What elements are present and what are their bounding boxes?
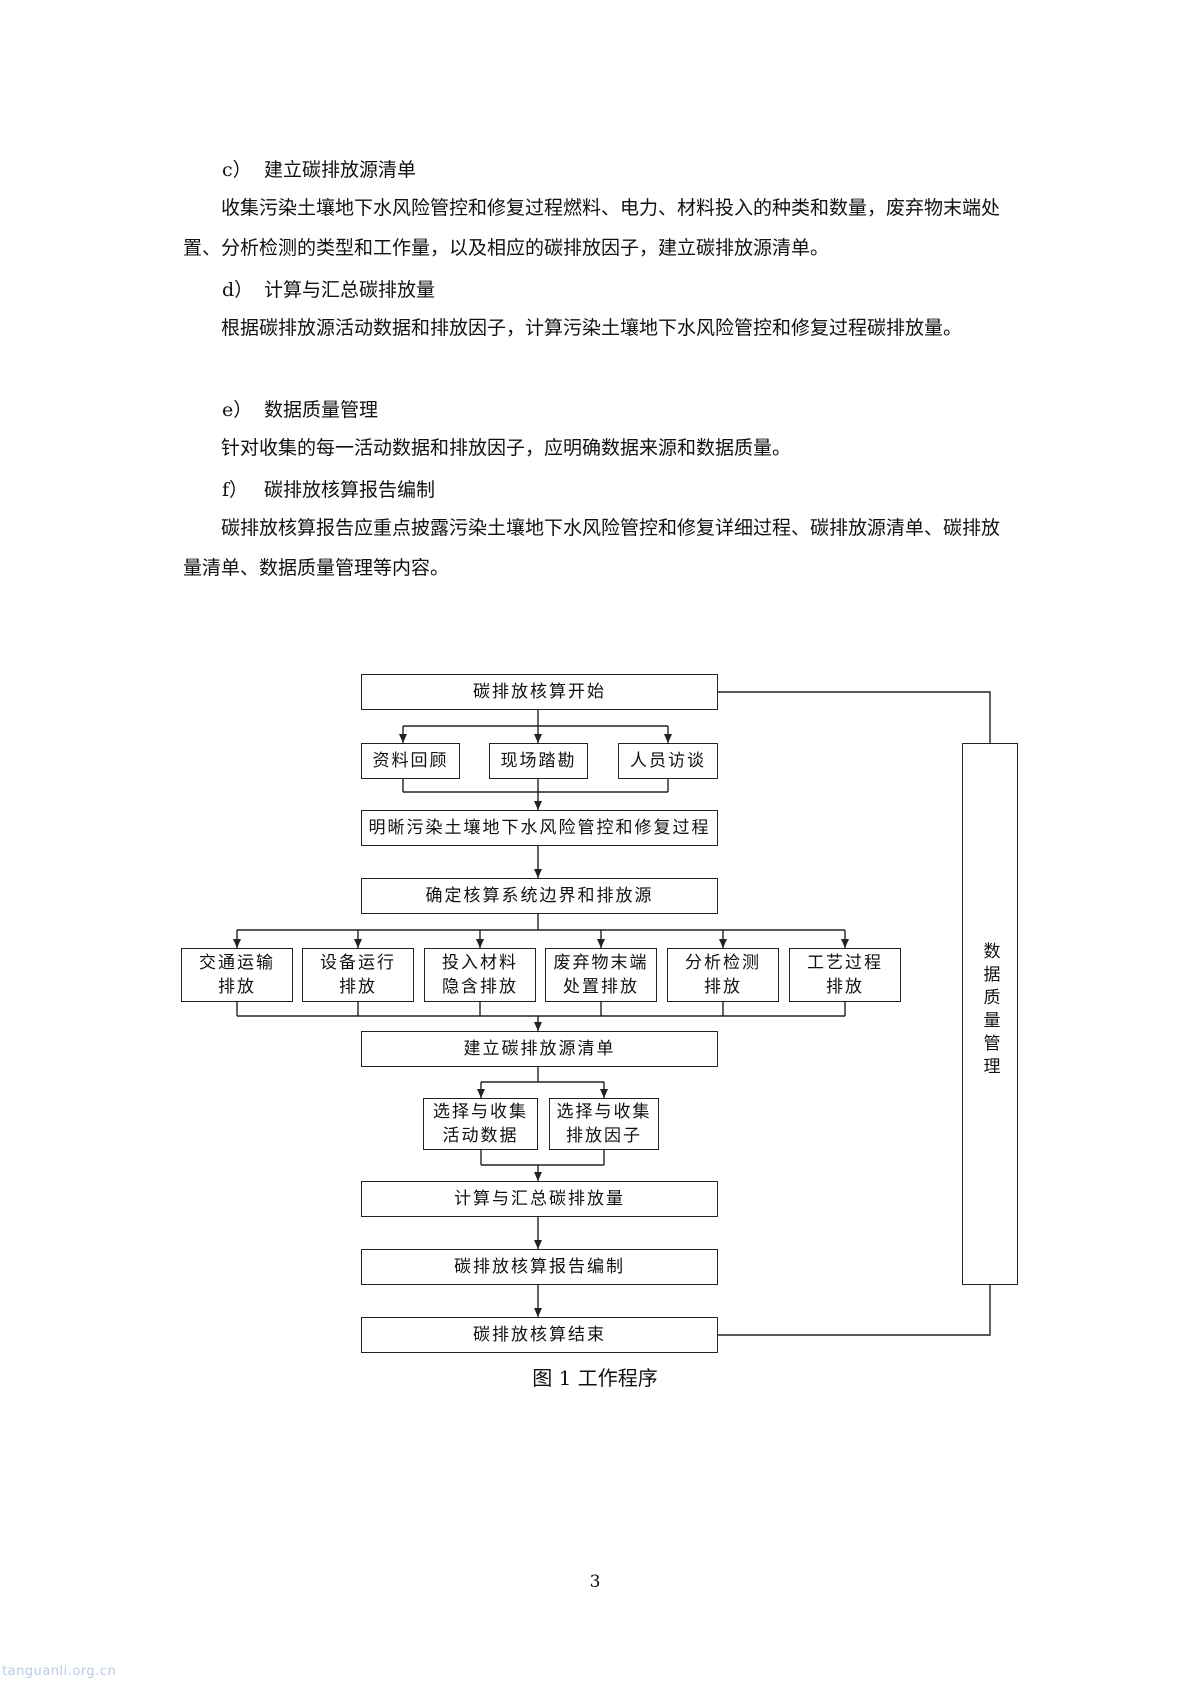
flow-box-label: 计算与汇总碳排放量 — [454, 1189, 625, 1209]
section-title: 碳排放核算报告编制 — [264, 479, 436, 501]
page-number: 3 — [589, 1572, 601, 1592]
flow-box-label: 工艺过程 — [807, 953, 883, 973]
flow-box-source: 交通运输 排放 — [181, 948, 293, 1002]
flow-box-label: 废弃物末端 — [553, 953, 649, 973]
flow-box-label: 确定核算系统边界和排放源 — [425, 886, 654, 906]
flow-box-source: 设备运行 排放 — [302, 948, 414, 1002]
flow-box-label: 处置排放 — [563, 977, 639, 997]
flow-box-label: 数据质量管理 — [979, 942, 1000, 1080]
flow-box-investigation: 现场踏勘 — [489, 743, 588, 779]
flow-box-label: 排放 — [339, 977, 377, 997]
side-connector — [718, 1285, 991, 1336]
flow-box-start: 碳排放核算开始 — [361, 674, 718, 710]
flow-box-label: 资料回顾 — [372, 751, 449, 771]
section-heading: e） 数据质量管理 — [222, 398, 378, 422]
section-title: 建立碳排放源清单 — [264, 159, 417, 181]
flow-box-label: 排放 — [826, 977, 864, 997]
flow-box-inventory: 建立碳排放源清单 — [361, 1031, 718, 1067]
flow-box-label: 碳排放核算报告编制 — [454, 1257, 625, 1277]
flow-box-label: 设备运行 — [320, 953, 396, 973]
section-marker: e） — [222, 399, 253, 421]
section-paragraph: 根据碳排放源活动数据和排放因子，计算污染土壤地下水风险管控和修复过程碳排放量。 — [221, 317, 963, 339]
watermark: tanguanli.org.cn — [2, 1664, 117, 1679]
flow-box-source: 分析检测 排放 — [667, 948, 779, 1002]
section-title: 计算与汇总碳排放量 — [264, 279, 436, 301]
flow-box-calculate: 计算与汇总碳排放量 — [361, 1181, 718, 1217]
flow-box-label: 排放因子 — [566, 1126, 642, 1146]
section-heading: d） 计算与汇总碳排放量 — [222, 278, 435, 302]
flow-box-investigation: 人员访谈 — [618, 743, 718, 779]
section-heading: f） 碳排放核算报告编制 — [222, 478, 435, 502]
flow-box-boundary: 确定核算系统边界和排放源 — [361, 878, 718, 914]
flow-box-report: 碳排放核算报告编制 — [361, 1249, 718, 1285]
figure-caption: 图 1 工作程序 — [532, 1366, 658, 1390]
flow-box-end: 碳排放核算结束 — [361, 1317, 718, 1353]
section-marker: c） — [222, 159, 252, 181]
flow-box-label: 交通运输 — [199, 953, 275, 973]
flow-box-source: 废弃物末端 处置排放 — [545, 948, 657, 1002]
section-marker: f） — [222, 479, 249, 501]
flow-box-process: 明晰污染土壤地下水风险管控和修复过程 — [361, 810, 718, 846]
flow-box-label: 投入材料 — [442, 953, 518, 973]
flow-box-data-quality: 数据质量管理 — [962, 743, 1018, 1285]
flow-box-label: 隐含排放 — [442, 977, 518, 997]
flow-box-investigation: 资料回顾 — [361, 743, 460, 779]
flow-box-collect: 选择与收集 活动数据 — [423, 1098, 538, 1150]
flow-box-source: 投入材料 隐含排放 — [424, 948, 536, 1002]
section-heading: c） 建立碳排放源清单 — [222, 158, 416, 182]
flow-box-label: 排放 — [218, 977, 256, 997]
flow-box-label: 人员访谈 — [630, 751, 706, 771]
flow-box-label: 活动数据 — [442, 1126, 519, 1146]
flow-box-label: 明晰污染土壤地下水风险管控和修复过程 — [368, 818, 711, 838]
flow-box-label: 排放 — [704, 977, 742, 997]
section-paragraph: 收集污染土壤地下水风险管控和修复过程燃料、电力、材料投入的种类和数量，废弃物末端… — [183, 197, 1001, 259]
flow-box-source: 工艺过程 排放 — [789, 948, 901, 1002]
flow-box-label: 分析检测 — [685, 953, 761, 973]
section-paragraph: 针对收集的每一活动数据和排放因子，应明确数据来源和数据质量。 — [221, 437, 792, 459]
side-connector — [718, 691, 991, 743]
flow-box-label: 现场踏勘 — [500, 751, 577, 771]
section-paragraph: 碳排放核算报告应重点披露污染土壤地下水风险管控和修复详细过程、碳排放源清单、碳排… — [183, 517, 1001, 579]
flow-box-label: 碳排放核算开始 — [473, 682, 606, 702]
section-title: 数据质量管理 — [264, 399, 379, 421]
flow-box-label: 碳排放核算结束 — [473, 1325, 606, 1345]
flow-box-label: 选择与收集 — [556, 1102, 652, 1122]
flow-box-label: 选择与收集 — [433, 1102, 528, 1122]
flow-box-label: 建立碳排放源清单 — [463, 1039, 616, 1059]
section-marker: d） — [222, 279, 254, 301]
flow-box-collect: 选择与收集 排放因子 — [549, 1098, 659, 1150]
